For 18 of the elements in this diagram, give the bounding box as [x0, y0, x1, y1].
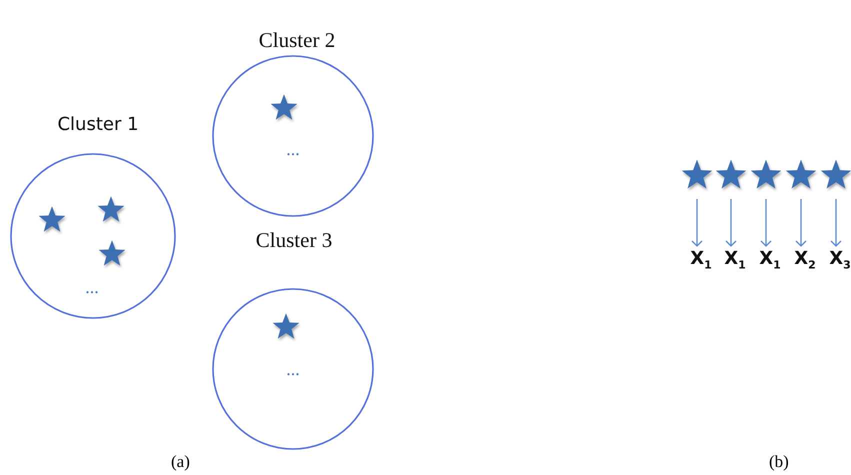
variable-label: X$_{3}$: [829, 250, 851, 271]
ellipsis: ...: [85, 278, 99, 296]
star-icon: [38, 204, 66, 232]
panel-label: (a): [171, 453, 190, 470]
star-icon: [98, 238, 126, 266]
star-icon: [97, 194, 125, 222]
variable-label: X$_{1}$: [724, 250, 746, 271]
cluster-heading: Cluster 2: [258, 27, 336, 54]
ellipsis: ...: [286, 140, 300, 158]
variable-label: X$_{2}$: [794, 250, 816, 271]
variable-label: X$_{1}$: [690, 250, 712, 271]
cluster-heading: Cluster 3: [256, 227, 332, 254]
panel-label: (b): [769, 453, 789, 470]
ellipsis: ...: [286, 360, 300, 378]
star-icon: [272, 311, 300, 339]
cluster-heading: Cluster 1: [57, 113, 139, 137]
star-icon: [270, 92, 298, 120]
variable-label: X$_{1}$: [759, 250, 781, 271]
